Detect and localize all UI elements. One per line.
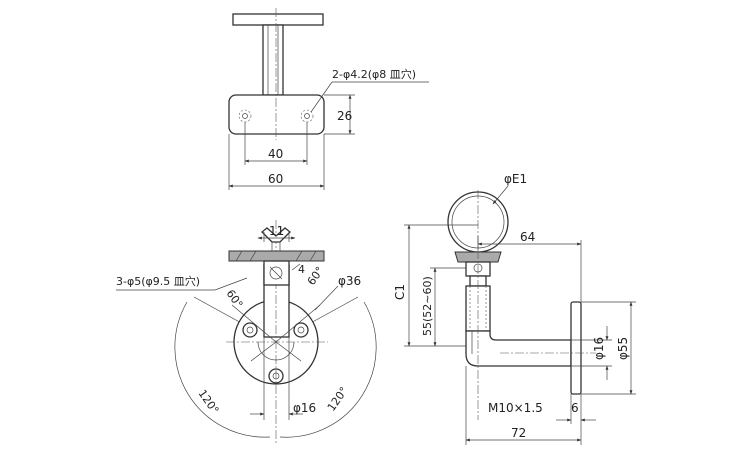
- front-view: 11 3-φ5(φ9.5 皿穴) 60° 60° 4 φ36 120° 120°…: [116, 220, 377, 445]
- dia-16-side-label: φ16: [592, 337, 606, 360]
- dim-c1-label: C1: [393, 284, 407, 300]
- thread-label: M10×1.5: [488, 401, 543, 415]
- dim-40-label: 40: [268, 147, 283, 161]
- top-base-plate: [228, 94, 325, 135]
- front-saddle-plate: [228, 250, 325, 262]
- dim-55-range-label: 55(52∼60): [421, 276, 434, 336]
- angle-60-right: 60°: [305, 264, 327, 287]
- dia-e1-label: φE1: [504, 172, 527, 186]
- dim-60-label: 60: [268, 172, 283, 186]
- top-view: 2-φ4.2(φ8 皿穴) 26 40 60: [228, 8, 429, 190]
- top-holes-label: 2-φ4.2(φ8 皿穴): [332, 67, 416, 81]
- side-wall-plate: [570, 301, 582, 395]
- dim-72-label: 72: [511, 426, 526, 440]
- arc-120-right: [279, 301, 377, 438]
- dia-16-front-label: φ16: [293, 401, 316, 415]
- angle-120-left: 120°: [196, 387, 222, 416]
- dim-4-label: 4: [298, 263, 305, 276]
- dim-6-label: 6: [571, 401, 579, 415]
- front-screw-hole-upper-right: [293, 322, 309, 338]
- top-saddle-plate: [232, 13, 324, 26]
- angle-120-right: 120°: [325, 385, 351, 414]
- dia-36-label: φ36: [338, 274, 361, 288]
- dia-55-label: φ55: [616, 337, 630, 360]
- side-view: φE1 64 C1 55(52∼60) φ16 φ55 M10×1.5 6: [393, 172, 636, 445]
- top-stem: [262, 24, 284, 96]
- front-screw-hole-upper-left: [242, 322, 258, 338]
- angle-60-left: 60°: [224, 287, 246, 310]
- base-holes-label: 3-φ5(φ9.5 皿穴): [116, 274, 200, 288]
- arc-120-left: [174, 301, 271, 438]
- front-hinge-knuckle: [263, 260, 290, 286]
- dim-11-label: 11: [269, 224, 284, 238]
- side-elbow-arm: [465, 330, 572, 367]
- dim-64-label: 64: [520, 230, 535, 244]
- dim-26-label: 26: [337, 109, 352, 123]
